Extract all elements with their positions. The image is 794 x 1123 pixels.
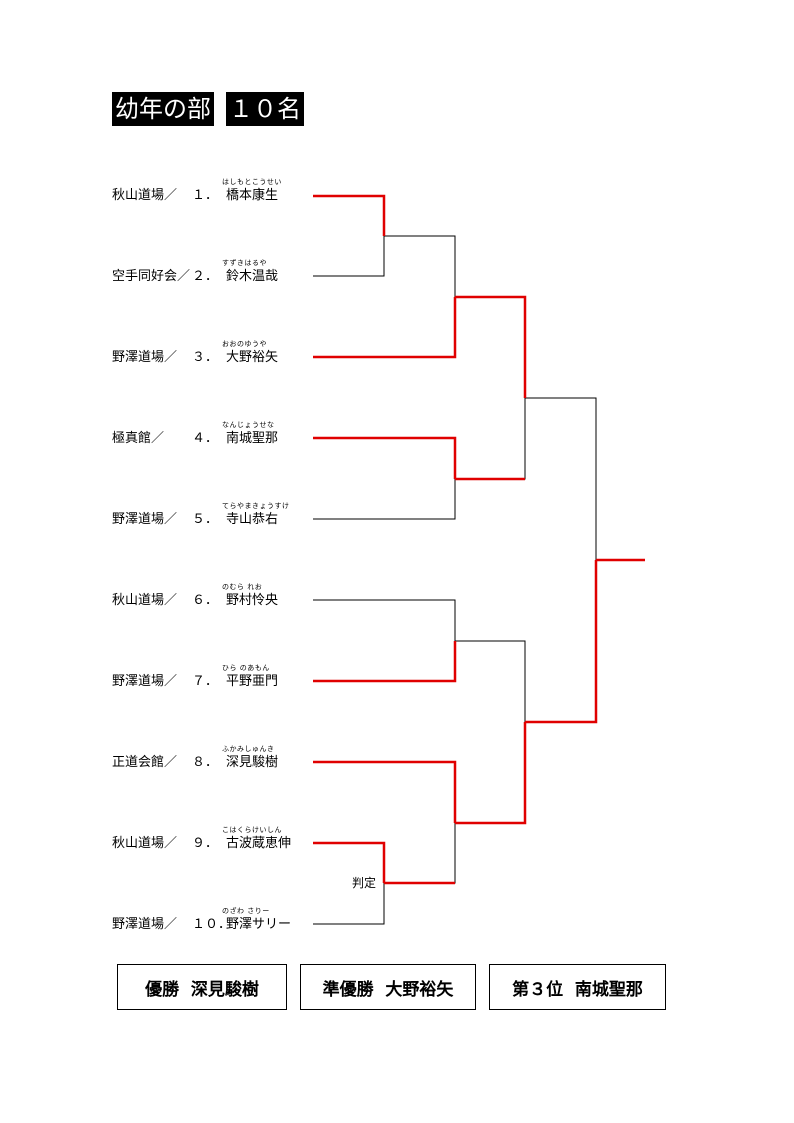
champion-label: 優勝 深見駿樹 <box>145 979 259 1000</box>
bracket-line <box>455 398 526 480</box>
entry-5: てらやまきょうすけ 野澤道場／ ５． 寺山恭右 <box>0 488 330 528</box>
entry-dojo: 秋山道場／ <box>112 188 178 203</box>
entry-ruby: ひら のあもん <box>222 664 270 672</box>
entry-10: のざわ さりー 野澤道場／ １０． 野澤サリー <box>0 893 330 933</box>
entry-ruby: こはくらけいしん <box>222 826 282 834</box>
bracket-line <box>313 479 456 520</box>
entry-ruby: のざわ さりー <box>222 907 270 915</box>
entry-dojo: 秋山道場／ <box>112 836 178 851</box>
entry-2: すずきはるや 空手同好会／ ２． 鈴木温哉 <box>0 245 330 285</box>
winner-line <box>313 760 457 823</box>
entry-number: ８． <box>192 755 219 770</box>
winner-line <box>313 194 386 236</box>
entry-ruby: のむら れお <box>222 583 263 591</box>
entry-7: ひら のあもん 野澤道場／ ７． 平野亜門 <box>0 650 330 690</box>
bracket-line <box>525 397 597 560</box>
entry-4: なんじょうせな 極真館／ ４． 南城聖那 <box>0 407 330 447</box>
entry-dojo: 野澤道場／ <box>112 917 178 932</box>
winner-lines <box>313 194 645 885</box>
winner-line <box>313 641 457 683</box>
division-title: 幼年の部 １０名 <box>112 92 304 126</box>
entry-number: ６． <box>192 593 219 608</box>
winner-line <box>455 722 527 825</box>
decision-label: 判定 <box>352 876 377 890</box>
winner-line <box>313 841 386 883</box>
bracket-line <box>313 883 385 925</box>
entry-dojo: 空手同好会／ <box>112 269 191 284</box>
entry-name: 平野亜門 <box>226 674 279 689</box>
runner-up-label: 準優勝 大野裕矢 <box>322 979 454 1000</box>
entry-name: 野澤サリー <box>226 917 292 932</box>
entry-6: のむら れお 秋山道場／ ６． 野村怜央 <box>0 569 330 609</box>
entry-name: 古波蔵恵伸 <box>226 836 292 851</box>
entry-number: ４． <box>192 431 219 446</box>
entry-name: 橋本康生 <box>226 188 279 203</box>
entry-8: ふかみしゅんき 正道会館／ ８． 深見駿樹 <box>0 731 330 771</box>
champion-box: 優勝 深見駿樹 <box>117 964 287 1010</box>
third-place-label: 第３位 南城聖那 <box>512 979 643 1000</box>
entry-ruby: すずきはるや <box>222 259 267 267</box>
entry-ruby: ふかみしゅんき <box>222 745 275 753</box>
participant-count: １０名 <box>226 92 304 126</box>
division-name: 幼年の部 <box>112 92 214 126</box>
runner-up-box: 準優勝 大野裕矢 <box>300 964 476 1010</box>
entry-name: 深見駿樹 <box>226 755 279 770</box>
entry-number: ９． <box>192 836 219 851</box>
entry-number: ７． <box>192 674 219 689</box>
entry-ruby: はしもとこうせい <box>222 178 282 186</box>
entry-1: はしもとこうせい 秋山道場／ １． 橋本康生 <box>0 164 330 204</box>
winner-line <box>313 436 457 479</box>
winner-line <box>525 560 598 724</box>
entry-dojo: 正道会館／ <box>112 755 178 770</box>
entry-dojo: 秋山道場／ <box>112 593 178 608</box>
entry-3: おおのゆうや 野澤道場／ ３． 大野裕矢 <box>0 326 330 366</box>
entry-9: こはくらけいしん 秋山道場／ ９． 古波蔵恵伸 <box>0 812 330 852</box>
entry-dojo: 野澤道場／ <box>112 350 178 365</box>
entry-number: １０． <box>192 917 232 932</box>
entry-ruby: なんじょうせな <box>222 421 275 429</box>
bracket-line <box>313 236 385 277</box>
winner-line <box>455 295 527 398</box>
entry-dojo: 野澤道場／ <box>112 512 178 527</box>
entry-ruby: おおのゆうや <box>222 340 267 348</box>
entry-dojo: 野澤道場／ <box>112 674 178 689</box>
entry-number: ２． <box>192 269 219 284</box>
entry-name: 鈴木温哉 <box>226 269 279 284</box>
entry-name: 野村怜央 <box>226 593 279 608</box>
bracket-line <box>313 599 456 641</box>
entry-ruby: てらやまきょうすけ <box>222 502 290 510</box>
entry-number: １． <box>192 188 219 203</box>
entry-number: ５． <box>192 512 219 527</box>
bracket-line <box>384 235 456 297</box>
bracket-line <box>455 640 526 722</box>
bracket-line <box>384 823 456 884</box>
entry-number: ３． <box>192 350 219 365</box>
third-place-box: 第３位 南城聖那 <box>489 964 666 1010</box>
winner-line <box>313 297 457 359</box>
entry-dojo: 極真館／ <box>112 431 165 446</box>
entry-name: 南城聖那 <box>226 431 279 446</box>
entry-name: 大野裕矢 <box>226 350 279 365</box>
entry-name: 寺山恭右 <box>226 512 279 527</box>
